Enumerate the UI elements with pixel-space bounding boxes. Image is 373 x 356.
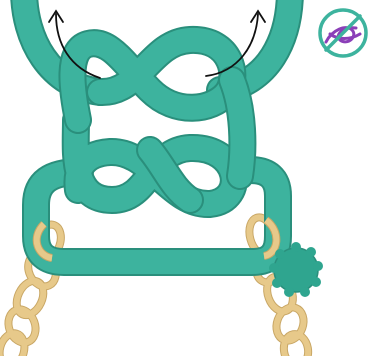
right-connector: [232, 80, 242, 176]
pompom: [269, 242, 323, 297]
knot-badge-icon: [320, 10, 366, 56]
upper-figure-eight: [72, 40, 232, 120]
